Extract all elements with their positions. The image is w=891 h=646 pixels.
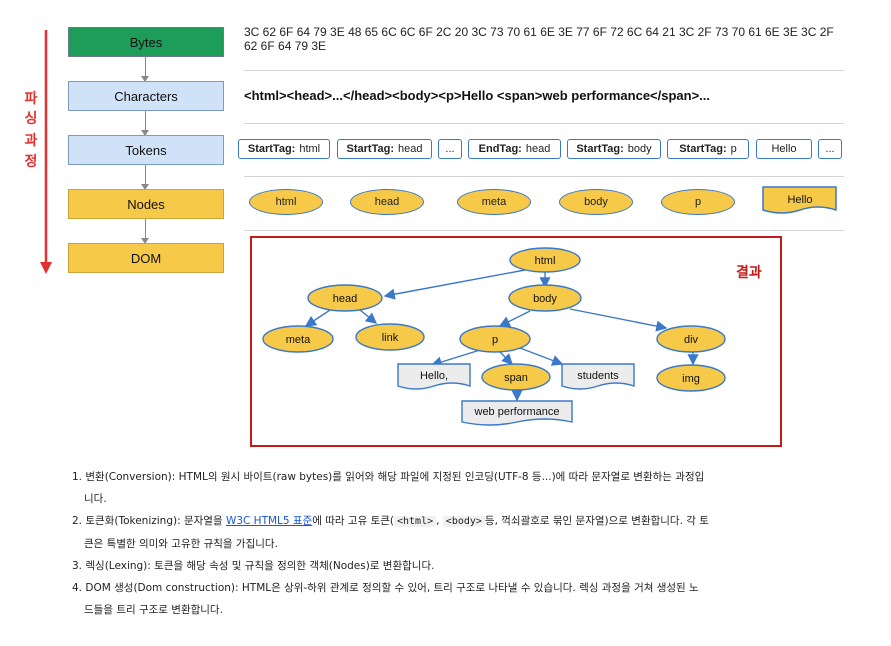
- stage-tokens: Tokens: [68, 135, 224, 165]
- stage-label: Characters: [114, 88, 178, 104]
- note-text: DOM 생성(Dom construction): HTML은 상위-하위 관계…: [85, 582, 699, 594]
- token-name: ...: [825, 143, 835, 155]
- node-label: html: [275, 196, 297, 208]
- token-name: ...: [445, 143, 455, 155]
- stage-label: Tokens: [125, 142, 167, 158]
- row-divider: [244, 123, 844, 124]
- parse-label-char: 싱: [24, 111, 38, 127]
- notes-list: 1. 변환(Conversion): HTML의 원시 바이트(raw byte…: [72, 466, 862, 621]
- row-divider: [244, 230, 844, 231]
- note-text: 에 따라 고유 토큰(: [312, 515, 394, 527]
- row-divider: [244, 176, 844, 177]
- note-text: 등, 꺽쇠괄호로 묶인 문자열)으로 변환합니다. 각 토: [484, 515, 709, 527]
- note-item: 2. 토큰화(Tokenizing): 문자열을 W3C HTML5 표준에 따…: [72, 510, 862, 555]
- token: StartTag:head: [337, 139, 432, 159]
- node-label: p: [694, 196, 702, 208]
- stage-label: Nodes: [127, 196, 165, 212]
- note-text: 변환(Conversion): HTML의 원시 바이트(raw bytes)를…: [85, 471, 705, 483]
- token: Hello: [756, 139, 812, 159]
- result-label: 결과: [736, 265, 762, 281]
- note-item: 1. 변환(Conversion): HTML의 원시 바이트(raw byte…: [72, 466, 862, 510]
- node-label: head: [374, 196, 400, 208]
- node-label-hello: Hello: [787, 194, 812, 206]
- characters-text: <html><head>...</head><body><p>Hello <sp…: [244, 88, 711, 103]
- stage-connector-arrow: [141, 57, 149, 82]
- token-tag: StartTag:: [346, 143, 394, 155]
- token: StartTag:body: [567, 139, 661, 159]
- stage-connector-arrow: [141, 111, 149, 136]
- token-name: head: [397, 143, 423, 155]
- token: ...: [438, 139, 462, 159]
- note-separator: ,: [436, 515, 443, 527]
- note-number: 1.: [72, 471, 83, 483]
- bytes-hex-text: 3C 62 6F 64 79 3E 48 65 6C 6C 6F 2C 20 3…: [244, 25, 834, 53]
- node-label: meta: [481, 196, 507, 208]
- token-tag: StartTag:: [679, 143, 727, 155]
- note-text: 렉싱(Lexing): 토큰을 해당 속성 및 규칙을 정의한 객체(Nodes…: [85, 560, 435, 572]
- stage-nodes: Nodes: [68, 189, 224, 219]
- note-text-cont: 큰은 특별한 의미와 고유한 규칙을 가집니다.: [84, 538, 278, 550]
- note-item: 4. DOM 생성(Dom construction): HTML은 상위-하위…: [72, 577, 862, 621]
- node-label: body: [584, 196, 608, 208]
- token: EndTag:head: [468, 139, 561, 159]
- note-number: 2.: [72, 515, 83, 527]
- w3c-html5-link[interactable]: W3C HTML5 표준: [225, 515, 313, 527]
- row-divider: [244, 70, 844, 71]
- stage-bytes: Bytes: [68, 27, 224, 57]
- token-name: Hello: [771, 143, 797, 155]
- result-box: [250, 236, 782, 447]
- note-text: 토큰화(Tokenizing): 문자열을: [85, 515, 226, 527]
- node-ellipse: head: [350, 189, 424, 215]
- token-tag: StartTag:: [247, 143, 296, 155]
- code-body: <body>: [442, 516, 485, 527]
- token-name: head: [525, 143, 551, 155]
- node-ellipse: body: [559, 189, 633, 215]
- stage-label: Bytes: [129, 34, 163, 50]
- parse-label-char: 정: [24, 154, 38, 170]
- note-text-cont: 니다.: [84, 493, 107, 505]
- stage-connector-arrow: [141, 165, 149, 190]
- stage-characters: Characters: [68, 81, 224, 111]
- token: StartTag:html: [238, 139, 330, 159]
- token-tag: EndTag:: [478, 143, 522, 155]
- node-ellipse: html: [249, 189, 323, 215]
- stage-dom: DOM: [68, 243, 224, 273]
- note-text-cont: 드들을 트리 구조로 변환합니다.: [84, 604, 223, 616]
- token-tag: StartTag:: [576, 143, 624, 155]
- token: StartTag:p: [667, 139, 749, 159]
- note-item: 3. 렉싱(Lexing): 토큰을 해당 속성 및 규칙을 정의한 객체(No…: [72, 555, 862, 577]
- parse-label-char: 파: [24, 91, 38, 107]
- token-name: body: [627, 143, 652, 155]
- note-number: 3.: [72, 560, 83, 572]
- node-ellipse: meta: [457, 189, 531, 215]
- token-name: p: [730, 143, 737, 155]
- parse-label-char: 과: [24, 133, 38, 149]
- token-name: html: [299, 143, 321, 155]
- token: ...: [818, 139, 842, 159]
- node-ellipse: p: [661, 189, 735, 215]
- code-html: <html>: [393, 516, 437, 527]
- note-number: 4.: [72, 582, 83, 594]
- stage-connector-arrow: [141, 219, 149, 244]
- stage-label: DOM: [130, 250, 162, 266]
